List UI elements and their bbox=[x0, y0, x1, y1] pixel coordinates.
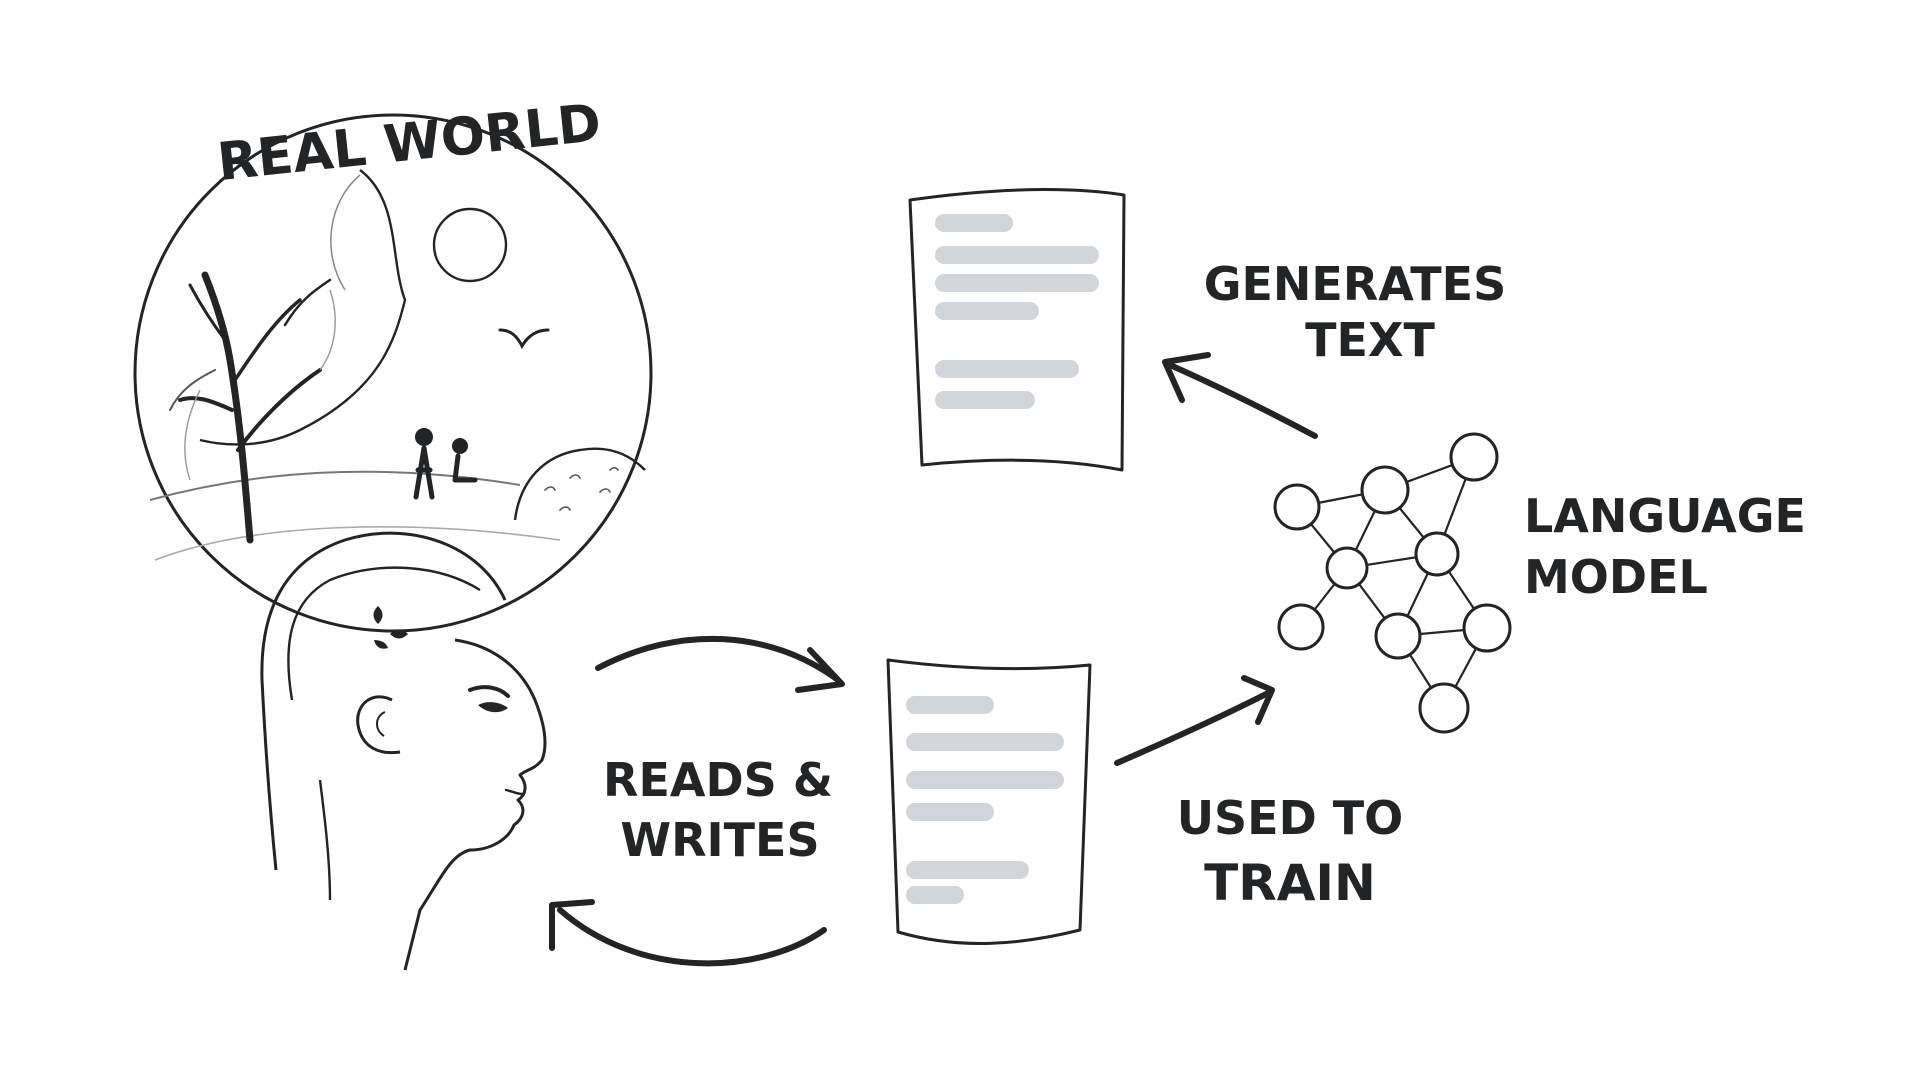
people-icon bbox=[413, 428, 478, 500]
arrow-reads-icon bbox=[595, 635, 841, 683]
label-generates-line2: TEXT bbox=[1305, 313, 1435, 367]
label-reads-writes-line2: WRITES bbox=[620, 813, 819, 867]
generated-text-document-icon bbox=[908, 188, 1126, 472]
human-head-icon bbox=[260, 531, 547, 971]
arrow-writes-icon bbox=[557, 907, 827, 967]
label-language-model-line1: LANGUAGE bbox=[1524, 489, 1806, 543]
arrow-train-icon bbox=[1114, 689, 1273, 766]
arrow-generates-icon bbox=[1167, 362, 1318, 439]
tree-icon bbox=[169, 271, 336, 544]
label-used-to-train-line2: TRAIN bbox=[1204, 854, 1376, 912]
real-world-globe-icon bbox=[133, 113, 653, 633]
neural-network-icon bbox=[1273, 432, 1512, 734]
label-language-model-line2: MODEL bbox=[1524, 550, 1708, 604]
training-text-document-icon bbox=[886, 658, 1092, 945]
arrows bbox=[549, 352, 1318, 967]
label-generates-line1: GENERATES bbox=[1204, 257, 1506, 311]
label-used-to-train-line1: USED TO bbox=[1177, 791, 1404, 845]
label-reads-writes-line1: READS & bbox=[603, 753, 833, 807]
label-real-world: REAL WORLD bbox=[215, 93, 604, 193]
bird-icon bbox=[498, 328, 550, 350]
sun-icon bbox=[432, 207, 508, 283]
